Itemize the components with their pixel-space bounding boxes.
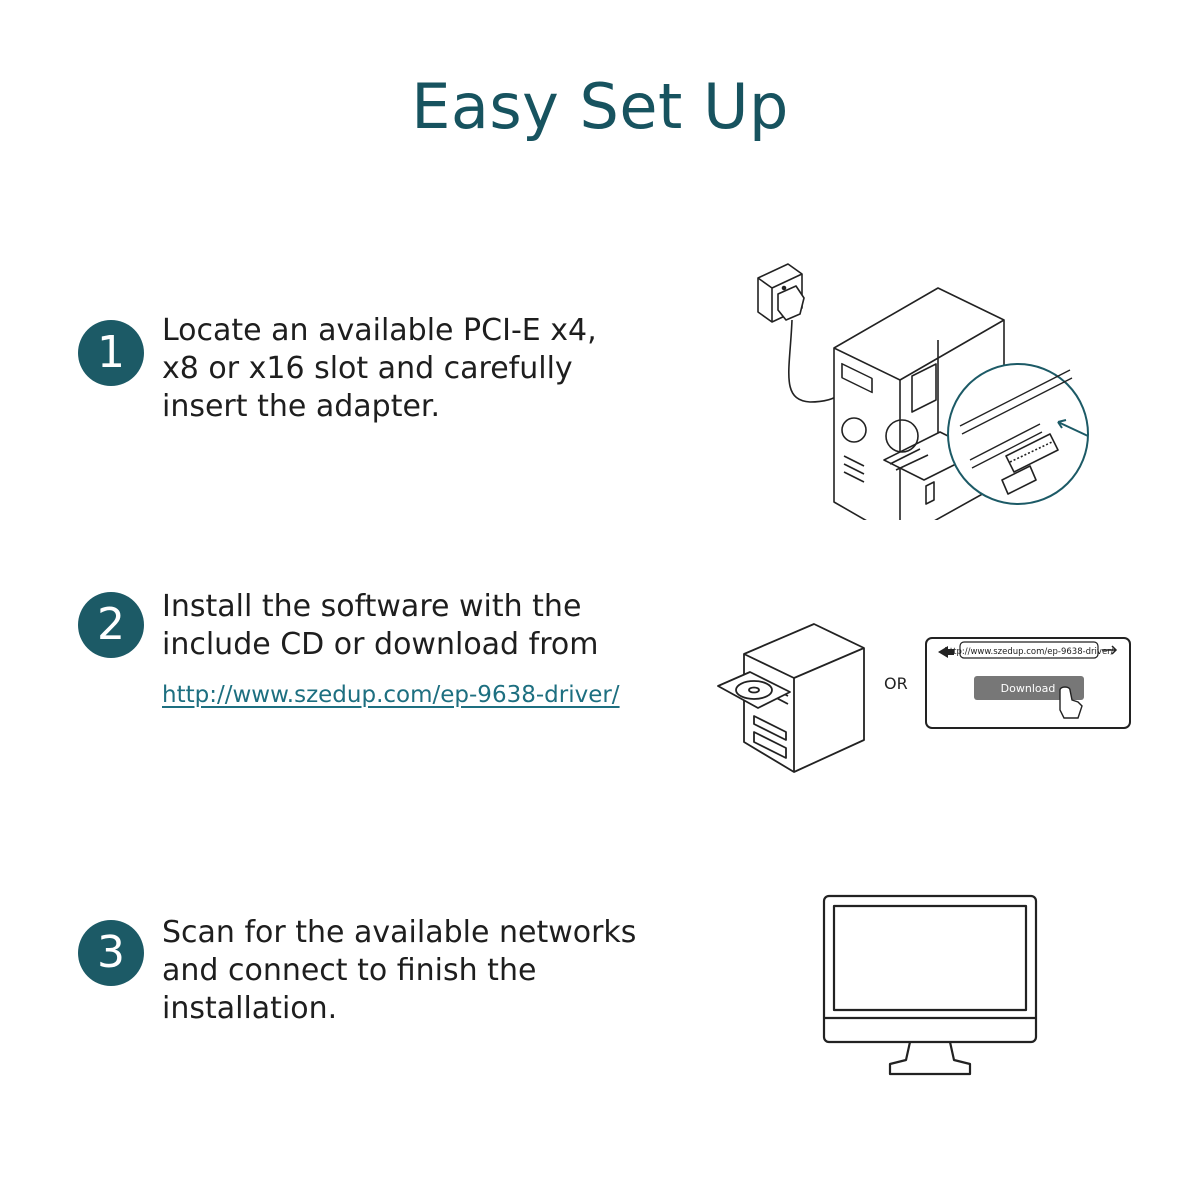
step-number-badge: 3	[78, 920, 144, 986]
step-number-badge: 2	[78, 592, 144, 658]
download-button-label: Download	[1001, 682, 1056, 695]
page-title: Easy Set Up	[411, 70, 789, 143]
step-instructions: Locate an available PCI-E x4, x8 or x16 …	[162, 313, 597, 424]
browser-url: http://www.szedup.com/ep-9638-driver/	[944, 647, 1113, 657]
step-instructions: Install the software with the include CD…	[162, 589, 599, 662]
browser-illustration: http://www.szedup.com/ep-9638-driver/ Do…	[925, 637, 1131, 729]
cd-tower-illustration	[717, 623, 865, 773]
step-number-badge: 1	[78, 320, 144, 386]
or-label: OR	[884, 674, 908, 693]
monitor-icon	[822, 894, 1038, 1076]
driver-download-link[interactable]: http://www.szedup.com/ep-9638-driver/	[162, 682, 620, 708]
pc-install-illustration	[757, 263, 1089, 520]
step-instructions: Scan for the available networks and conn…	[162, 915, 637, 1026]
